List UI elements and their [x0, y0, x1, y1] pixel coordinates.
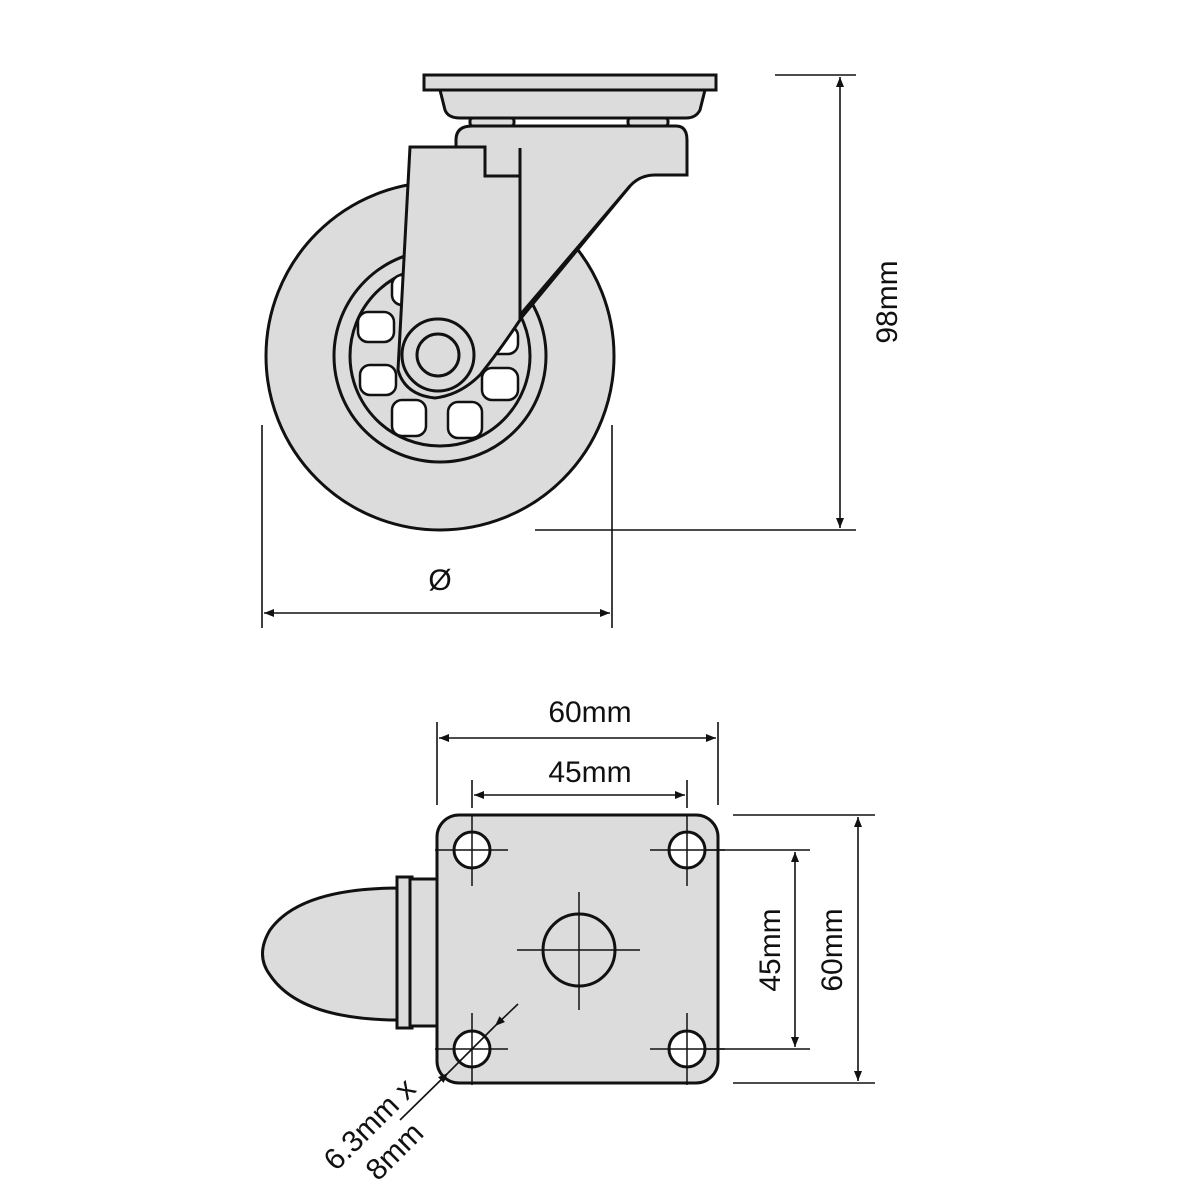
height-dimensions — [705, 814, 875, 1084]
diameter-label: Ø — [428, 564, 451, 597]
width-dimensions — [436, 722, 719, 808]
height-label: 98mm — [871, 260, 904, 343]
fork-bracket — [396, 124, 689, 400]
plate-height-label: 60mm — [816, 908, 849, 991]
hole-size-dimension — [399, 1003, 519, 1121]
wheel-outline — [261, 875, 439, 1030]
hole-spacing-width-label: 45mm — [548, 756, 631, 789]
diameter-dimension — [261, 425, 613, 628]
plate-width-label: 60mm — [548, 696, 631, 729]
side-view: 98mm Ø — [261, 73, 904, 628]
hole-spacing-height-label: 45mm — [754, 908, 787, 991]
mount-plate — [422, 73, 718, 128]
top-view: 60mm 45mm 45mm 60mm 6.3mm x 8mm — [261, 696, 875, 1187]
height-dimension — [535, 74, 856, 531]
